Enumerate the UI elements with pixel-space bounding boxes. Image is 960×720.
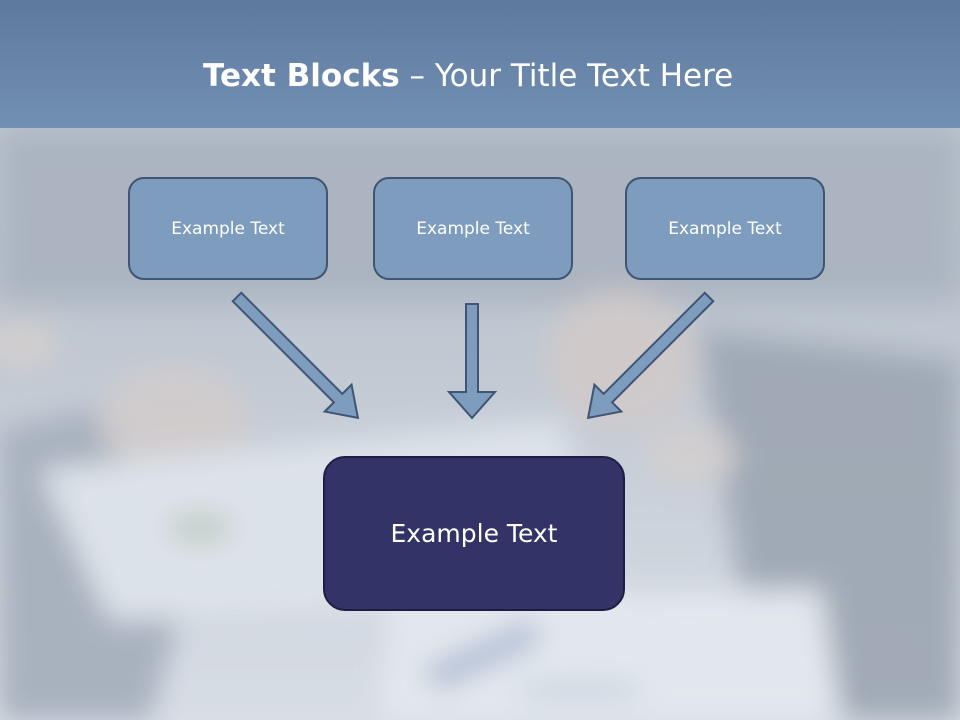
page-title: Text Blocks – Your Title Text Here [203, 54, 733, 98]
arrow-left-icon [231, 291, 360, 420]
text-block-2[interactable]: Example Text [373, 177, 573, 280]
text-block-1[interactable]: Example Text [128, 177, 328, 280]
text-block-3-label: Example Text [668, 218, 782, 239]
title-bold: Text Blocks [203, 58, 400, 94]
title-bar [0, 0, 960, 128]
text-block-2-label: Example Text [416, 218, 530, 239]
text-block-1-label: Example Text [171, 218, 285, 239]
arrow-center-icon [446, 303, 498, 420]
target-text-block[interactable]: Example Text [323, 456, 625, 611]
arrow-right-icon [586, 291, 715, 420]
text-block-3[interactable]: Example Text [625, 177, 825, 280]
title-rest: – Your Title Text Here [399, 58, 734, 94]
target-text-block-label: Example Text [390, 519, 558, 548]
